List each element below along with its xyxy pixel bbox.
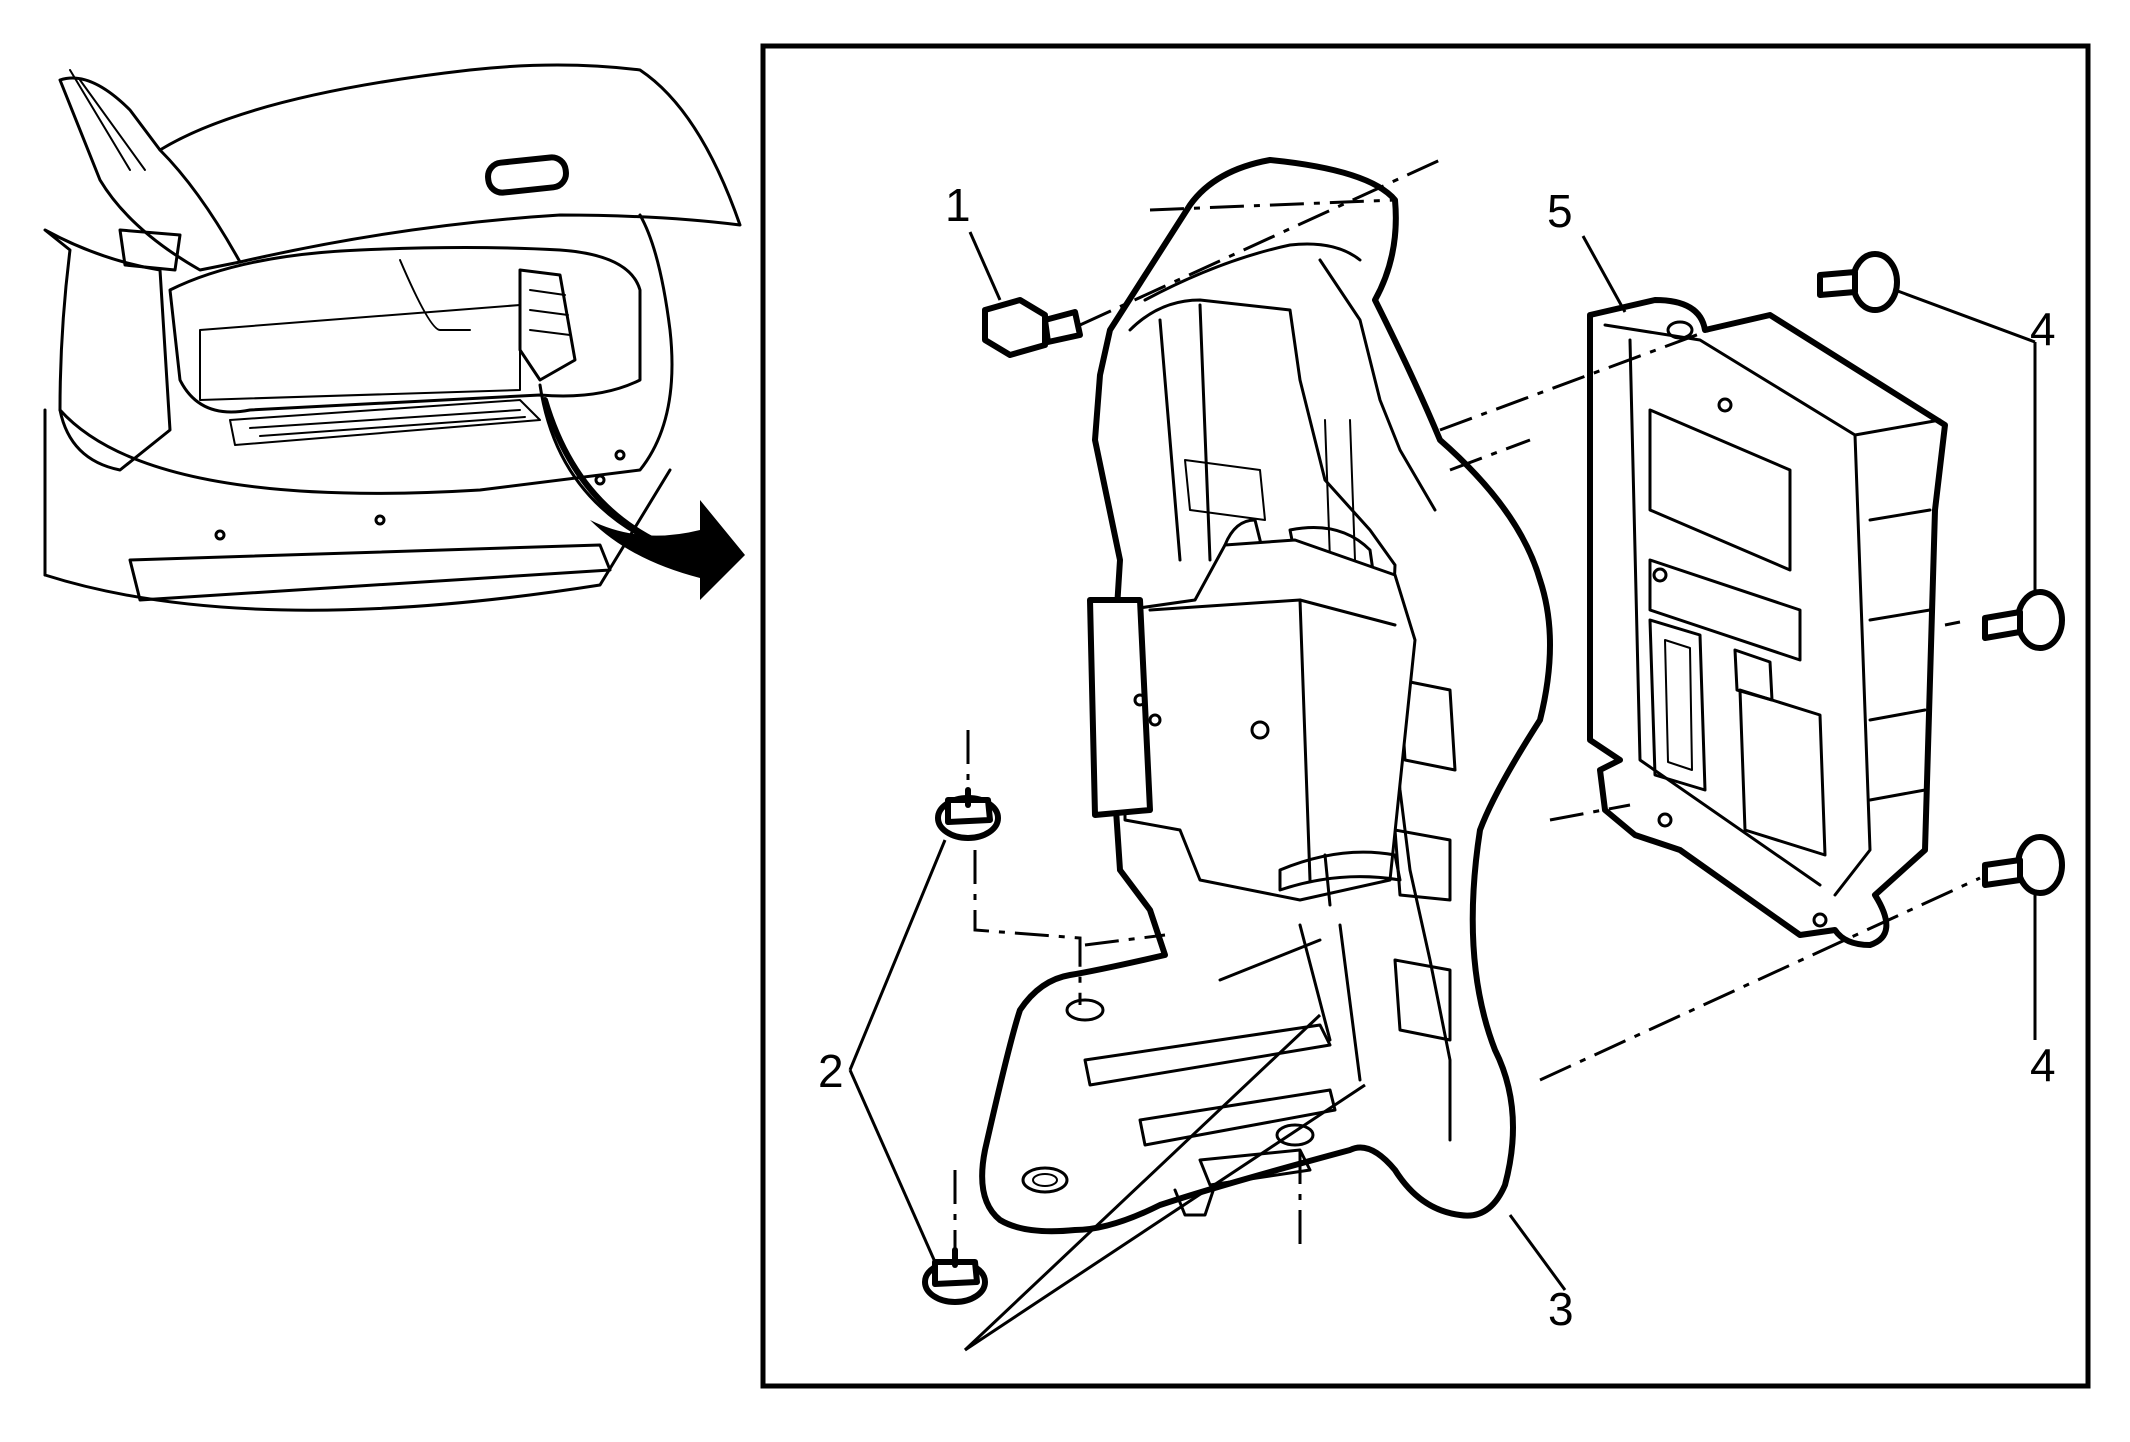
bracket-module bbox=[1087, 538, 1417, 907]
vehicle-trunk-sketch bbox=[43, 63, 745, 612]
screw-4-middle bbox=[1982, 589, 2065, 651]
nut-2-lower bbox=[922, 1247, 988, 1305]
callout-1: 1 bbox=[945, 179, 971, 231]
callout-5: 5 bbox=[1547, 185, 1573, 237]
alignment-lines bbox=[953, 158, 1981, 1250]
bolt-1 bbox=[982, 297, 1083, 358]
nut-2-upper bbox=[935, 787, 1001, 841]
callout-2: 2 bbox=[818, 1045, 844, 1097]
detail-frame bbox=[760, 43, 2091, 1389]
callout-4-upper: 4 bbox=[2030, 303, 2056, 355]
screw-4-top bbox=[1817, 251, 1900, 313]
screw-4-bottom bbox=[1982, 834, 2065, 896]
callout-3: 3 bbox=[1548, 1283, 1574, 1335]
leader-lines bbox=[848, 231, 2037, 1352]
callout-4-lower: 4 bbox=[2030, 1039, 2056, 1091]
control-module bbox=[1587, 297, 1948, 948]
